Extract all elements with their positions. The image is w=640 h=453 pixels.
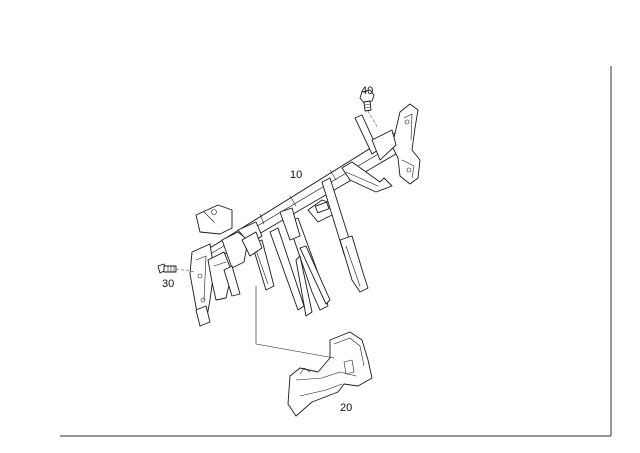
callout-40: 40 bbox=[361, 85, 373, 97]
trim-cover-part[interactable] bbox=[287, 331, 373, 417]
leader-line-20 bbox=[255, 285, 335, 359]
cross-member-part[interactable] bbox=[189, 103, 421, 327]
callout-20: 20 bbox=[340, 402, 352, 414]
bolt-40-part[interactable] bbox=[359, 89, 379, 129]
bolt-30-part[interactable] bbox=[157, 263, 197, 274]
callout-10: 10 bbox=[290, 169, 302, 181]
callout-30: 30 bbox=[162, 278, 174, 290]
